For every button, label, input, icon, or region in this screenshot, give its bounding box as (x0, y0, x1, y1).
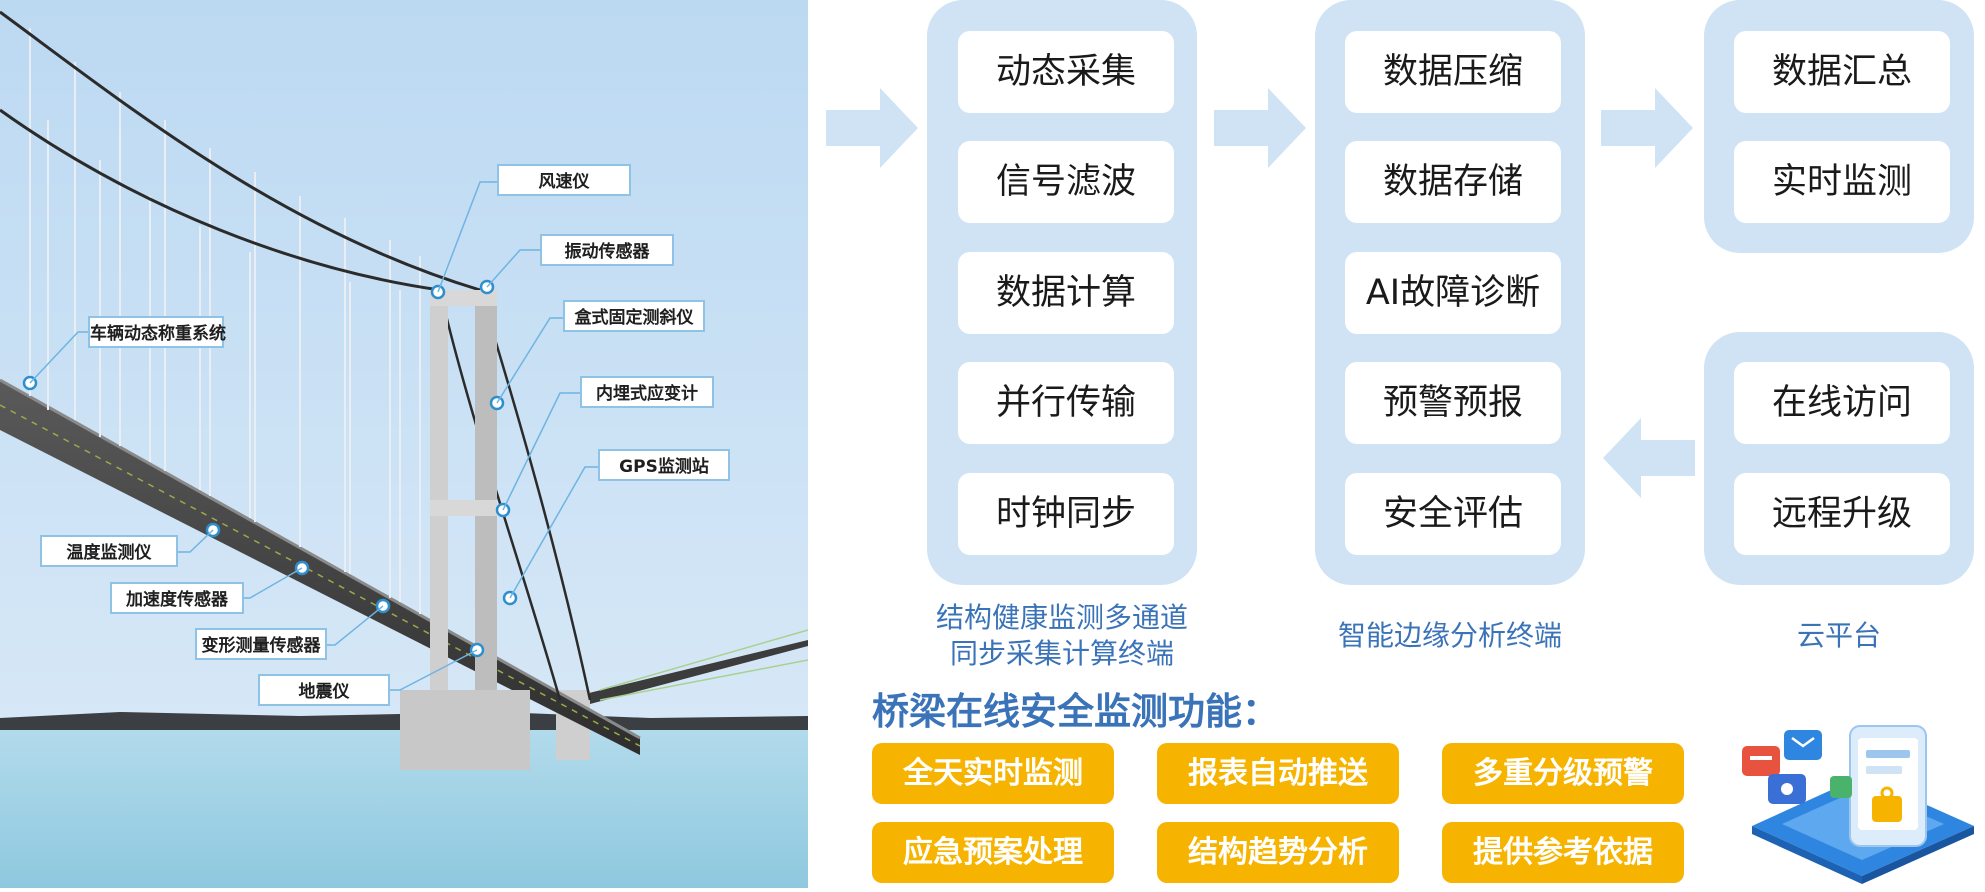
function-title: 桥梁在线安全监测功能： (872, 690, 1279, 733)
sensor-label-vibration: 振动传感器 (540, 234, 674, 266)
sensor-label-gps: GPS监测站 (598, 449, 730, 481)
arrow-right-3 (1601, 88, 1693, 168)
edge-caption: 智能边缘分析终端 (1337, 619, 1562, 652)
sensor-label-deformation: 变形测量传感器 (195, 628, 327, 660)
sensor-label-seismometer: 地震仪 (258, 674, 390, 706)
collector-caption-line1: 结构健康监测多通道 (935, 601, 1188, 634)
function-reference-basis: 提供参考依据 (1442, 822, 1684, 883)
function-trend-analysis: 结构趋势分析 (1157, 822, 1399, 883)
collector-item-data-compute: 数据计算 (958, 252, 1174, 334)
cloud-item-realtime-monitor: 实时监测 (1734, 141, 1950, 223)
collector-item-signal-filter: 信号滤波 (958, 141, 1174, 223)
function-emergency-plan: 应急预案处理 (872, 822, 1114, 883)
platform-devices-icon (1742, 725, 1974, 884)
collector-item-clock-sync: 时钟同步 (958, 473, 1174, 555)
main-cable-front (0, 10, 481, 292)
cloud-item-online-access: 在线访问 (1734, 362, 1950, 444)
main-cable-back (0, 108, 441, 292)
sensor-label-temperature: 温度监测仪 (40, 535, 178, 567)
cloud-item-data-summary: 数据汇总 (1734, 31, 1950, 113)
edge-item-data-compression: 数据压缩 (1345, 31, 1561, 113)
cloud-caption: 云平台 (1796, 619, 1881, 652)
sensor-label-wind: 风速仪 (497, 164, 631, 196)
bridge-svg (0, 0, 809, 888)
collector-caption-line2: 同步采集计算终端 (949, 637, 1174, 670)
arrow-right-1 (826, 88, 918, 168)
bridge-illustration: 风速仪 振动传感器 盒式固定测斜仪 内埋式应变计 GPS监测站 车辆动态称重系统… (0, 0, 809, 888)
function-all-day-monitor: 全天实时监测 (872, 743, 1114, 804)
function-multi-level-warning: 多重分级预警 (1442, 743, 1684, 804)
far-deck (560, 640, 808, 712)
arrow-left (1603, 418, 1695, 498)
function-auto-report: 报表自动推送 (1157, 743, 1399, 804)
sensor-label-box-inclinometer: 盒式固定测斜仪 (563, 300, 705, 332)
edge-item-ai-diagnosis: AI故障诊断 (1345, 252, 1561, 334)
edge-item-early-warning: 预警预报 (1345, 362, 1561, 444)
sensor-label-acceleration: 加速度传感器 (110, 582, 244, 614)
hanger-cables (29, 28, 421, 614)
arrow-right-2 (1214, 88, 1306, 168)
cloud-item-remote-upgrade: 远程升级 (1734, 473, 1950, 555)
collector-item-dynamic-acquisition: 动态采集 (958, 31, 1174, 113)
sensor-label-strain: 内埋式应变计 (580, 376, 714, 408)
sensor-leaders (29, 181, 598, 691)
edge-item-data-storage: 数据存储 (1345, 141, 1561, 223)
sensor-label-weigh: 车辆动态称重系统 (88, 316, 226, 348)
collector-item-parallel-transfer: 并行传输 (958, 362, 1174, 444)
edge-item-safety-assessment: 安全评估 (1345, 473, 1561, 555)
